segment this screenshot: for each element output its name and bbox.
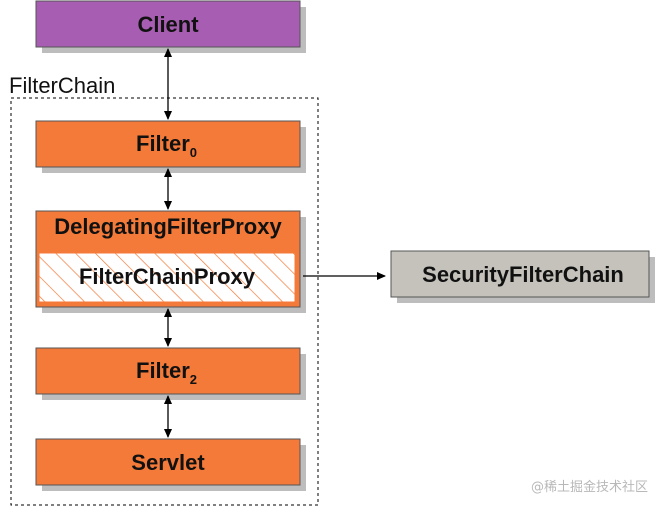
filter0-node: Filter0: [35, 120, 306, 173]
filter-chain-label: FilterChain: [9, 73, 115, 98]
delegating-proxy-label: DelegatingFilterProxy: [54, 214, 282, 239]
servlet-node: Servlet: [35, 438, 306, 491]
filter-chain-group: FilterChain: [9, 73, 319, 506]
filter0-box: [35, 120, 301, 168]
filter0-subscript: 0: [190, 145, 197, 160]
client-node: Client: [35, 0, 306, 53]
connectors: [164, 48, 386, 438]
filter-chain-border: [10, 97, 319, 506]
filter2-label-main: Filter: [136, 358, 190, 383]
filter2-subscript: 2: [190, 372, 197, 387]
filter0-label: Filter0: [136, 131, 197, 160]
filter0-label-main: Filter: [136, 131, 190, 156]
security-filter-chain-label: SecurityFilterChain: [422, 262, 624, 287]
filter2-box: [35, 347, 301, 395]
client-label: Client: [137, 12, 199, 37]
watermark: @稀土掘金技术社区: [531, 479, 648, 495]
delegating-filter-proxy-node: DelegatingFilterProxy FilterChainProxy: [35, 210, 306, 313]
servlet-label: Servlet: [131, 450, 205, 475]
filter2-label: Filter2: [136, 358, 197, 387]
client-box: [35, 0, 301, 48]
security-filter-chain-node: SecurityFilterChain: [390, 250, 655, 303]
security-filter-chain-box: [390, 250, 650, 298]
filter-chain-proxy-box: [38, 252, 296, 303]
servlet-box: [35, 438, 301, 486]
filter-chain-proxy-label: FilterChainProxy: [79, 264, 256, 289]
filter2-node: Filter2: [35, 347, 306, 400]
